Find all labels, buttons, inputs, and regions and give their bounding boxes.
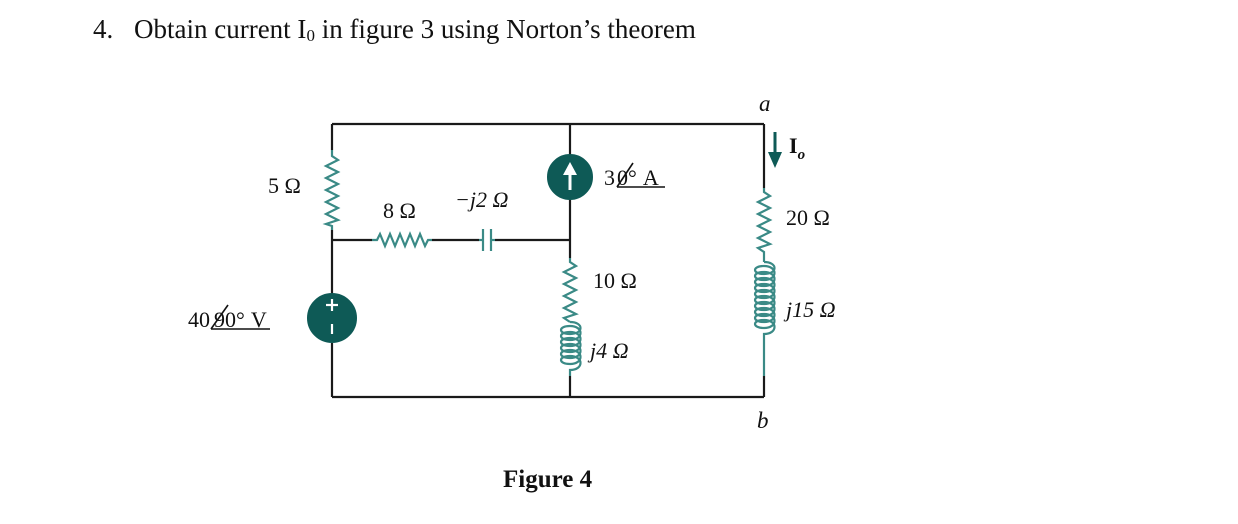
wires	[330, 122, 766, 399]
node-b-label: b	[757, 408, 769, 433]
cs-mag: 3	[604, 165, 615, 190]
figure-caption: Figure 4	[503, 466, 593, 493]
resistor-20-ohm	[755, 188, 773, 262]
current-io-main: I	[789, 133, 798, 158]
resistor-10-ohm	[561, 258, 579, 323]
node-a-label: a	[759, 91, 771, 116]
vs-unit: V	[251, 307, 267, 332]
r10-label: 10 Ω	[593, 268, 637, 293]
question-number: 4.	[93, 14, 114, 44]
lj4-label: j4 Ω	[587, 338, 629, 363]
current-io-label: Io	[789, 133, 805, 163]
question-text-after: in figure 3 using Norton’s theorem	[314, 14, 696, 44]
question-text-before: Obtain current I	[134, 14, 307, 44]
vs-angle: 90°	[214, 307, 245, 332]
capacitor-j2	[479, 229, 495, 251]
current-source	[547, 154, 593, 200]
lj15-label: j15 Ω	[783, 297, 836, 322]
question-text: 4. Obtain current I0 in figure 3 using N…	[93, 14, 696, 46]
r8-label: 8 Ω	[383, 198, 416, 223]
vs-mag: 40	[188, 307, 210, 332]
question-subscript: 0	[306, 26, 315, 45]
current-arrow	[768, 132, 782, 168]
r5-label: 5 Ω	[268, 173, 301, 198]
inductor-j4	[559, 320, 582, 376]
vs-angle-symbol	[210, 304, 270, 330]
current-source-label: 30°A	[604, 165, 659, 190]
r20-label: 20 Ω	[786, 205, 830, 230]
current-io-sub: o	[798, 147, 806, 163]
cj2-label: −j2 Ω	[455, 187, 508, 212]
cs-angle: 0°	[617, 165, 637, 190]
inductor-j15	[753, 260, 776, 376]
resistor-5-ohm	[322, 150, 341, 230]
voltage-source	[307, 293, 357, 343]
resistor-8-ohm	[372, 231, 432, 249]
cs-unit: A	[643, 165, 659, 190]
cs-angle-symbol	[616, 162, 665, 188]
